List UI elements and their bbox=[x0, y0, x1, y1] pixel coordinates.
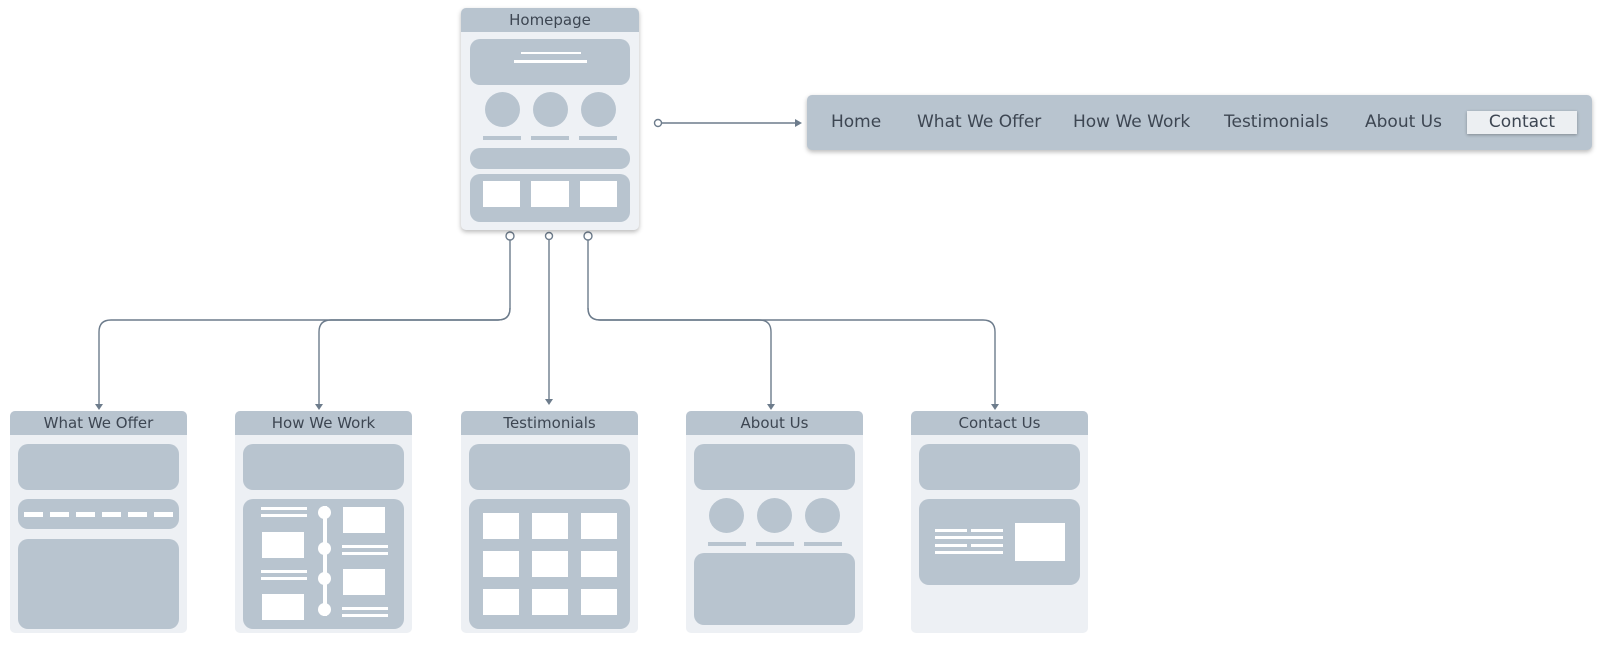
feature-circle bbox=[485, 92, 520, 127]
how-we-work-title: How We Work bbox=[235, 411, 412, 435]
testimonials-card[interactable]: Testimonials bbox=[461, 411, 638, 633]
team-circle bbox=[757, 498, 792, 533]
tabs-strip bbox=[18, 499, 179, 529]
banner-block bbox=[470, 148, 630, 169]
about-us-title: About Us bbox=[686, 411, 863, 435]
how-we-work-card[interactable]: How We Work bbox=[235, 411, 412, 633]
nav-contact-button[interactable]: Contact bbox=[1467, 111, 1577, 134]
about-us-card[interactable]: About Us bbox=[686, 411, 863, 633]
feature-circle bbox=[581, 92, 616, 127]
feature-circle bbox=[533, 92, 568, 127]
contact-us-title: Contact Us bbox=[911, 411, 1088, 435]
navigation-bar: Home What We Offer How We Work Testimoni… bbox=[807, 95, 1592, 150]
map-placeholder bbox=[1015, 523, 1065, 561]
nav-item-about-us[interactable]: About Us bbox=[1365, 112, 1442, 132]
testimonials-title: Testimonials bbox=[461, 411, 638, 435]
contact-us-card[interactable]: Contact Us bbox=[911, 411, 1088, 633]
nav-item-testimonials[interactable]: Testimonials bbox=[1224, 112, 1329, 132]
nav-item-what-we-offer[interactable]: What We Offer bbox=[917, 112, 1042, 132]
nav-item-how-we-work[interactable]: How We Work bbox=[1073, 112, 1191, 132]
testimonials-grid bbox=[469, 499, 630, 629]
timeline-block bbox=[243, 499, 404, 629]
homepage-card[interactable]: Homepage bbox=[461, 8, 639, 230]
what-we-offer-title: What We Offer bbox=[10, 411, 187, 435]
team-circle bbox=[709, 498, 744, 533]
team-circle bbox=[805, 498, 840, 533]
hero-block bbox=[470, 39, 630, 85]
nav-item-home[interactable]: Home bbox=[831, 112, 882, 132]
homepage-title: Homepage bbox=[461, 8, 639, 32]
what-we-offer-card[interactable]: What We Offer bbox=[10, 411, 187, 633]
contact-form-block bbox=[919, 499, 1080, 585]
gallery-block bbox=[470, 174, 630, 222]
